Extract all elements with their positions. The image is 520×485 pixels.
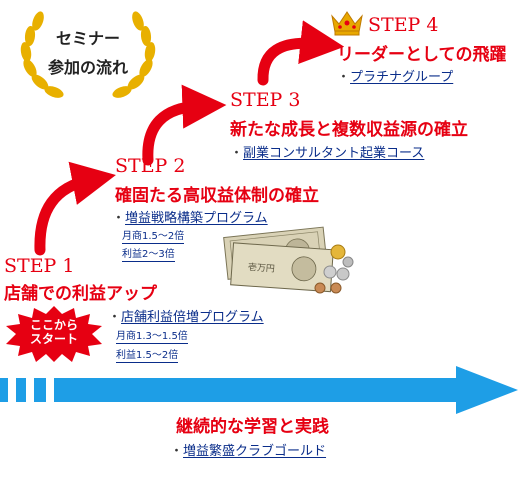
bullet: ・	[230, 146, 244, 161]
step2-title: 確固たる高収益体制の確立	[115, 186, 319, 206]
arrow-step1-to-2	[34, 161, 116, 256]
step4-link-row: ・プラチナグループ	[337, 66, 453, 85]
bullet: ・	[170, 444, 184, 459]
prosperity-club-gold-link[interactable]: 増益繁盛クラブゴールド	[183, 444, 327, 459]
badge-line-2: 参加の流れ	[47, 58, 128, 77]
start-burst-icon	[6, 306, 102, 362]
bottom-link-row: ・増益繁盛クラブゴールド	[170, 440, 326, 459]
bullet: ・	[337, 70, 351, 85]
start-burst-line-1: ここから	[29, 318, 78, 332]
step3-link-row: ・副業コンサルタント起業コース	[230, 142, 424, 161]
arrow-step2-to-3	[142, 84, 227, 166]
svg-text:壱万円: 壱万円	[248, 261, 276, 275]
step1-title: 店舗での利益アップ	[4, 284, 157, 304]
step2-detail-profit: 利益2〜3倍	[122, 245, 175, 262]
profit-strategy-program-link[interactable]: 増益戦略構築プログラム	[125, 211, 268, 226]
step4-title: リーダーとしての飛躍	[337, 45, 507, 65]
step1-detail-profit: 利益1.5〜2倍	[116, 346, 179, 363]
store-profit-program-link[interactable]: 店舗利益倍増プログラム	[121, 310, 264, 325]
step3-title: 新たな成長と複数収益源の確立	[230, 120, 468, 140]
start-burst-line-2: スタート	[29, 332, 78, 346]
bullet: ・	[108, 310, 122, 325]
step2-link-row: ・増益戦略構築プログラム	[112, 207, 268, 226]
side-business-consultant-course-link[interactable]: 副業コンサルタント起業コース	[243, 146, 425, 161]
money-illustration-icon: 壱万円 壱万円	[223, 226, 354, 294]
seminar-flow-badge: セミナー 参加の流れ	[8, 6, 168, 101]
step4-number: STEP 4	[368, 14, 439, 36]
bullet: ・	[112, 211, 126, 226]
step1-number: STEP 1	[4, 255, 75, 277]
platinum-group-link[interactable]: プラチナグループ	[350, 70, 454, 85]
crown-icon	[331, 11, 363, 36]
badge-line-1: セミナー	[55, 29, 120, 48]
start-burst-text: ここから スタート	[4, 318, 104, 346]
arrow-step3-to-4	[257, 20, 345, 86]
continuous-learning-title: 継続的な学習と実践	[176, 417, 329, 437]
step1-detail-sales: 月商1.3〜1.5倍	[116, 327, 188, 344]
step3-number: STEP 3	[230, 89, 301, 111]
laurel-wreath-icon	[20, 11, 156, 98]
step2-number: STEP 2	[115, 155, 186, 177]
timeline-arrow	[0, 366, 518, 414]
step2-detail-sales: 月商1.5〜2倍	[122, 227, 185, 244]
step1-link-row: ・店舗利益倍増プログラム	[108, 306, 264, 325]
